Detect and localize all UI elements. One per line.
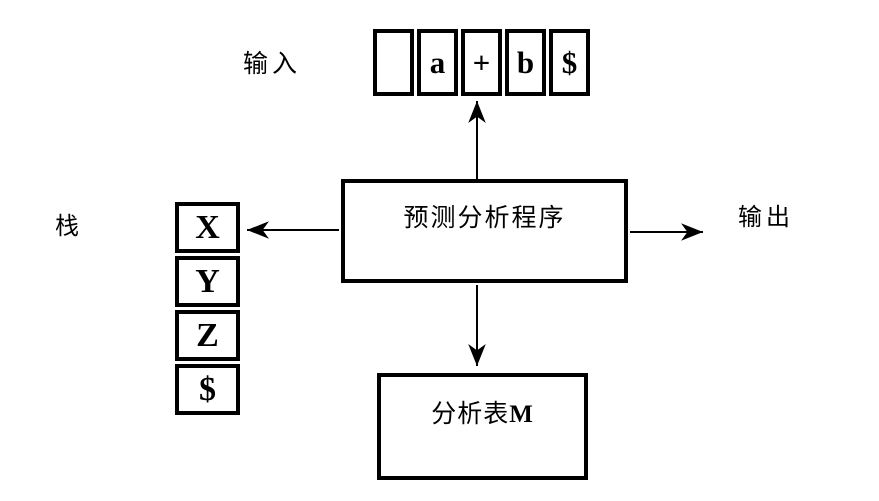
stack-label: 栈 [55,214,83,240]
parsing-table-label: 分析表M [431,394,534,430]
parser-program-box: 预测分析程序 [341,179,628,283]
parsing-table-label-prefix: 分析表 [431,401,510,428]
parse-stack: X Y Z $ [175,202,240,415]
output-label: 输出 [738,205,794,231]
stack-cell-x: X [175,202,240,253]
stack-cell-z: Z [175,310,240,361]
input-label: 输入 [243,51,302,78]
tape-cell-plus: + [461,29,502,96]
parsing-table-label-m: M [509,401,534,428]
parser-program-label: 预测分析程序 [403,205,566,232]
tape-cell-empty [373,29,414,96]
input-tape: a + b $ [373,29,590,96]
stack-cell-y: Y [175,256,240,307]
tape-cell-a: a [417,29,458,96]
tape-cell-b: b [505,29,546,96]
stack-cell-dollar: $ [175,364,240,415]
tape-cell-dollar: $ [549,29,590,96]
parsing-table-box: 分析表M [377,373,588,480]
